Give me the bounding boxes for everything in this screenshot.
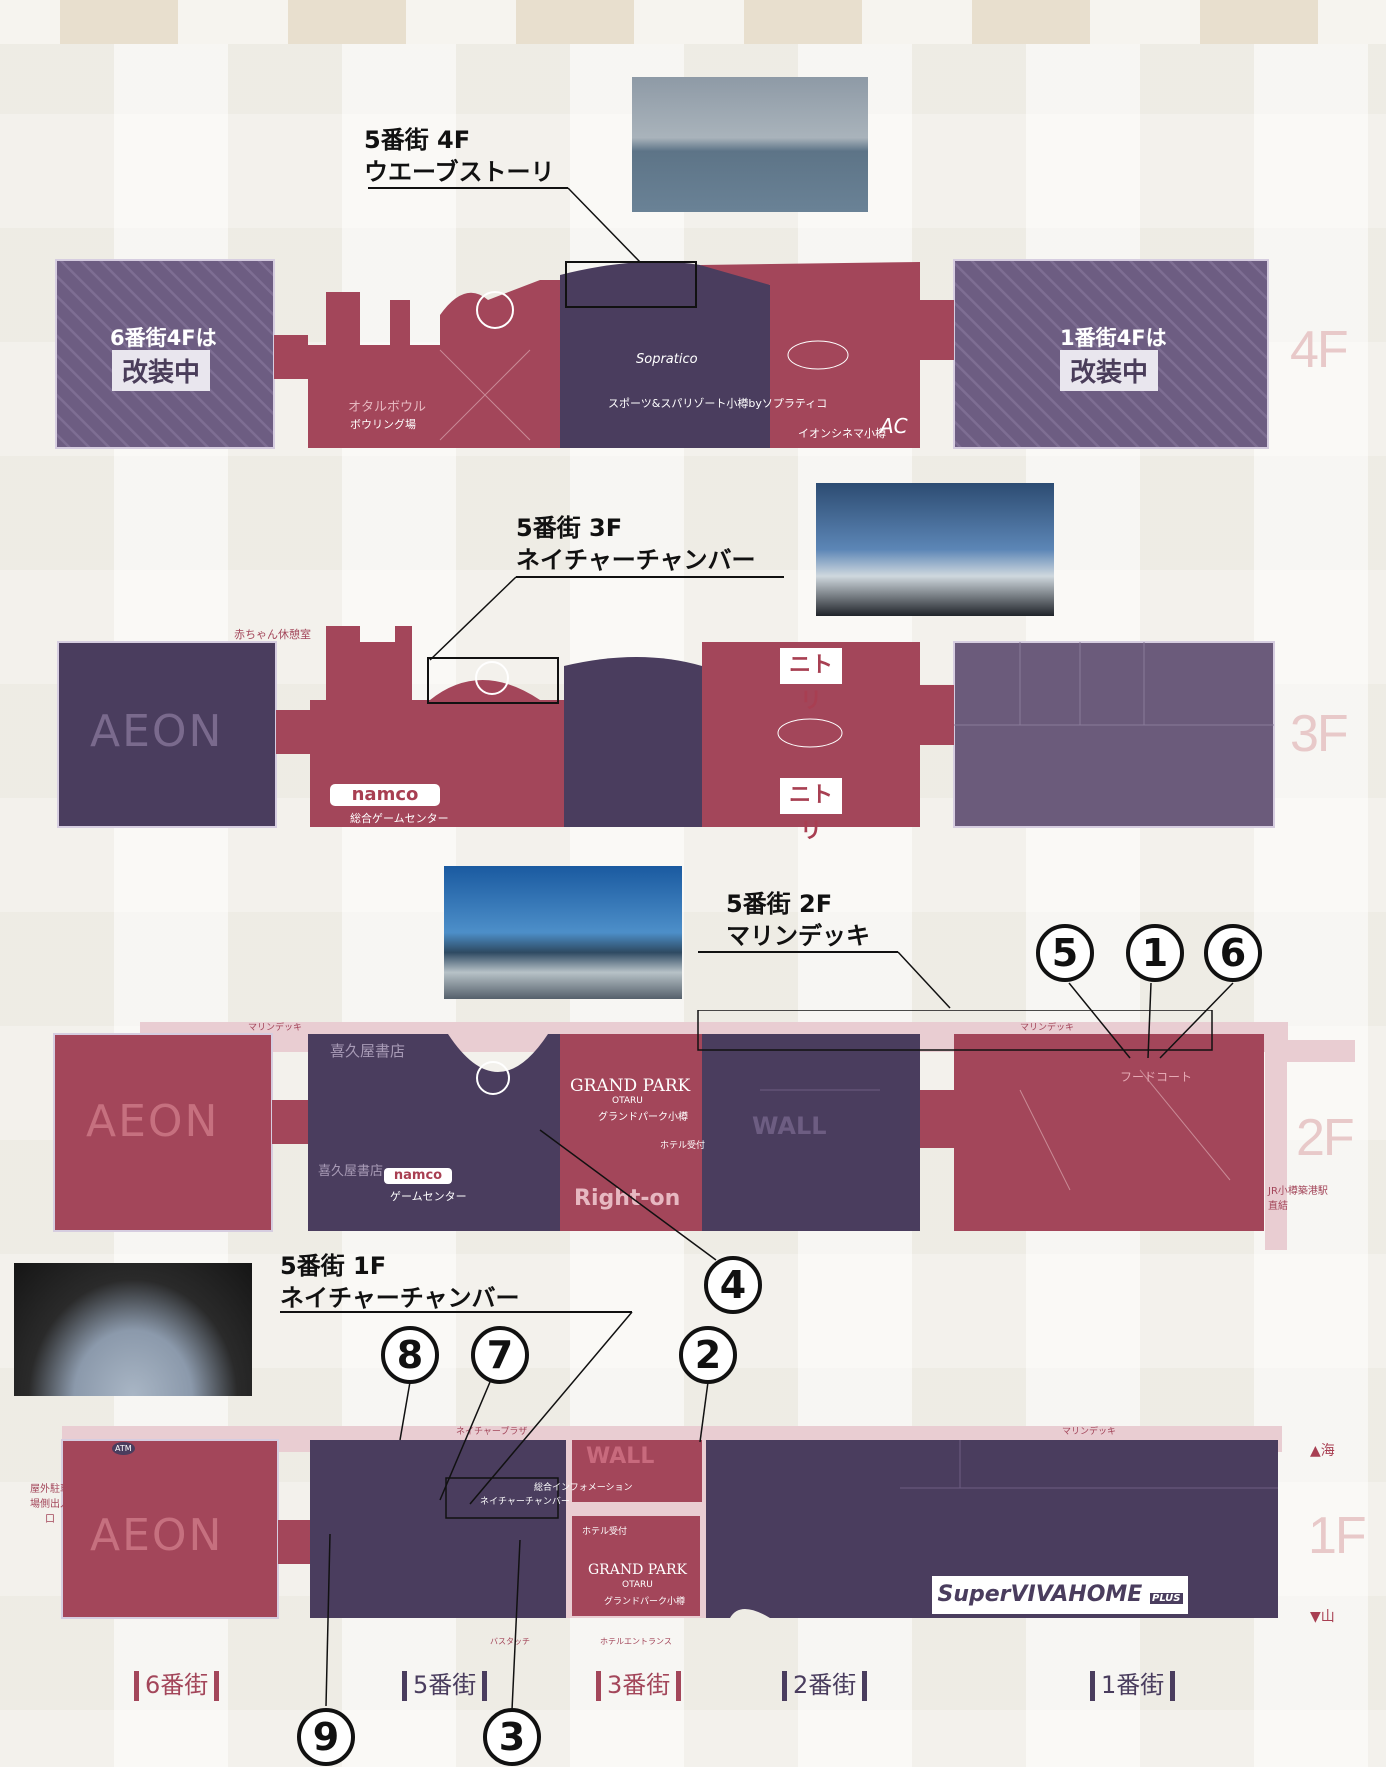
marker-3: 3 [483, 1708, 541, 1766]
hotel-entrance-label: ホテルエントランス [600, 1637, 672, 1646]
hotel-brand-1f: GRAND PARK [588, 1562, 688, 1578]
deck-label-2f-left: マリンデッキ [248, 1023, 303, 1033]
nature-chamber-1f-photo [14, 1263, 252, 1396]
wall-brand-1f: WALL [586, 1444, 655, 1469]
compass-mountain: ▼山 [1310, 1609, 1335, 1625]
bookstore-label-top: 喜久屋書店 [330, 1042, 406, 1060]
callout-4f-leader [368, 187, 641, 263]
floor-1f-map [61, 1426, 1282, 1619]
nature-chamber-3f-photo [816, 483, 1054, 616]
hotel-label-4f: スポーツ&スパリゾート小樽byソプラティコ [608, 397, 828, 410]
callout-4f-subtitle: ウエーブストーリ [364, 158, 555, 186]
renovation-left-badge: 改装中 [112, 350, 211, 391]
callout-2f-subtitle: マリンデッキ [726, 922, 870, 950]
renovation-left-title: 6番街4Fは [110, 326, 217, 350]
viva-plus: PLUS [1150, 1593, 1183, 1604]
foodcourt-label: フードコート [1120, 1070, 1193, 1084]
callout-2f-title: 5番街 2F [726, 890, 833, 918]
aeon-brand-2f: AEON [86, 1096, 220, 1147]
marker-7: 7 [471, 1326, 529, 1384]
district-2-label: 2番街 [793, 1671, 857, 1699]
callout-4f-title: 5番街 4F [364, 126, 471, 154]
marker-1: 1 [1126, 924, 1184, 982]
viva-home-logo: SuperVIVAHOME PLUS [932, 1576, 1188, 1614]
cinema-label: イオンシネマ小樽 [798, 427, 886, 440]
marker-6: 6 [1204, 924, 1262, 982]
bowling-brand: オタルボウル [348, 400, 427, 415]
floor-tag-4f: 4F [1290, 321, 1349, 379]
district-2: 2番街 [776, 1665, 873, 1701]
bus-label: バスタッチ [490, 1637, 530, 1646]
aeon-brand-1f: AEON [90, 1510, 224, 1561]
namco-brand-2f: namco [384, 1168, 452, 1184]
district-3-label: 3番街 [607, 1671, 671, 1699]
namco-brand-3f: namco [330, 784, 440, 806]
floor-2f-map [53, 1010, 1355, 1250]
callout-1f-title: 5番街 1F [280, 1252, 387, 1280]
namco-label-2f: ゲームセンター [390, 1190, 467, 1203]
callout-2f-leader [539, 951, 1234, 1261]
callout-3f-subtitle: ネイチャーチャンバー [516, 546, 756, 574]
bookstore-label-bottom: 喜久屋書店 [318, 1164, 384, 1179]
atm-label: ATM [112, 1442, 135, 1455]
district-5: 5番街 [396, 1665, 493, 1701]
top-stripe [0, 0, 1386, 44]
jr-station-label: JR小樽築港駅 直結 [1268, 1186, 1328, 1212]
hotel-brand-4f: Sopratico [636, 352, 698, 367]
deck-label-1f: マリンデッキ [1062, 1427, 1117, 1437]
district-3: 3番街 [590, 1665, 687, 1701]
hotel-label-2f: グランドパーク小樽 [598, 1112, 688, 1123]
district-1-label: 1番街 [1101, 1671, 1165, 1699]
renovation-right-title: 1番街4Fは [1060, 326, 1167, 350]
mountain-label: 山 [1320, 1609, 1335, 1625]
parking-entrance-label: 屋外駐車場側出入口 [30, 1484, 70, 1525]
marker-8: 8 [381, 1326, 439, 1384]
nitori-brand-top: ニトリ [780, 648, 842, 714]
aeon-brand-3f: AEON [90, 706, 224, 757]
floor-tag-3f: 3F [1290, 705, 1349, 763]
compass-sea: ▲海 [1310, 1443, 1335, 1459]
district-6: 6番街 [128, 1665, 225, 1701]
marker-2: 2 [679, 1326, 737, 1384]
hotel-label-1f: グランドパーク小樽 [604, 1597, 686, 1607]
hotel-lobby-2f: ホテル受付 [660, 1141, 706, 1151]
hotel-brand-2f: GRAND PARK [570, 1076, 691, 1096]
district-1: 1番街 [1084, 1665, 1181, 1701]
plaza-label: ネイチャープラザ [456, 1427, 528, 1437]
hotel-sub-2f: OTARU [612, 1096, 643, 1106]
marker-5: 5 [1036, 924, 1094, 982]
nature-chamber-1f-label: ネイチャーチャンバー [480, 1497, 570, 1507]
nitori-brand-bottom: ニトリ [780, 778, 842, 844]
deck-label-2f-right: マリンデッキ [1020, 1023, 1075, 1033]
info-label: 総合インフォメーション [534, 1483, 633, 1493]
renovation-right-badge: 改装中 [1060, 350, 1159, 391]
wave-story-photo [632, 77, 868, 212]
marker-4: 4 [704, 1256, 762, 1314]
floor-4f-map [55, 259, 1269, 449]
wall-brand-2f: WALL [752, 1112, 827, 1140]
hotel-sub-1f: OTARU [622, 1580, 653, 1590]
marker-9: 9 [297, 1708, 355, 1766]
rightson-brand: Right-on [574, 1186, 681, 1211]
hotel-lobby-1f: ホテル受付 [582, 1527, 628, 1537]
district-6-label: 6番街 [145, 1671, 209, 1699]
marine-deck-photo [444, 866, 682, 999]
namco-label-3f: 総合ゲームセンター [350, 812, 449, 825]
cinema-brand: AC [880, 414, 908, 438]
callout-3f-leader [429, 576, 784, 661]
sea-label: 海 [1320, 1443, 1335, 1459]
viva-brand: SuperVIVAHOME [937, 1582, 1143, 1607]
district-5-label: 5番街 [413, 1671, 477, 1699]
callout-3f-title: 5番街 3F [516, 514, 623, 542]
nursing-room-label: 赤ちゃん休憩室 [234, 628, 311, 641]
callout-1f-subtitle: ネイチャーチャンバー [280, 1284, 520, 1312]
bowling-label: ボウリング場 [350, 418, 416, 431]
floor-tag-2f: 2F [1296, 1109, 1355, 1167]
floor-tag-1f: 1F [1308, 1507, 1367, 1565]
